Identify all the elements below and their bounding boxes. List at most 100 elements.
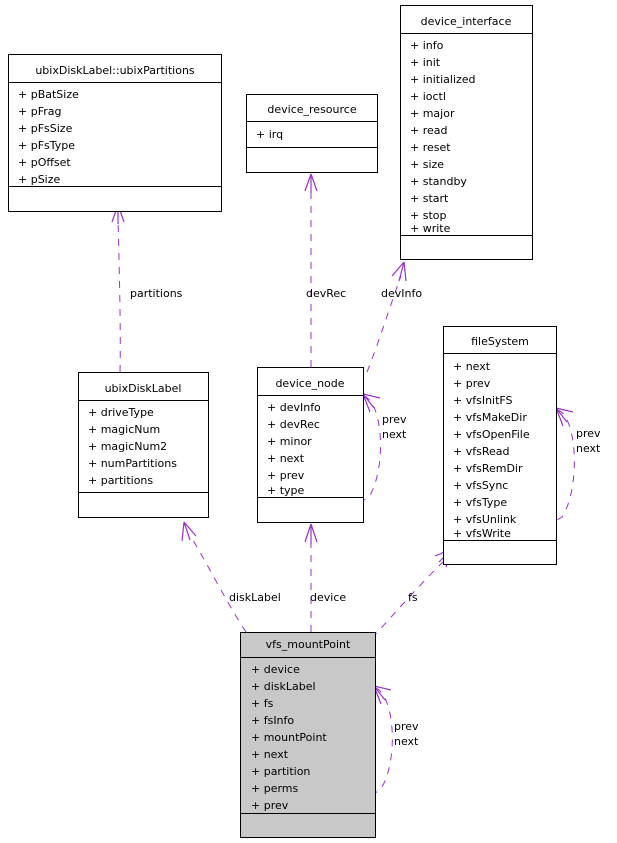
class-box-ubix-partitions-outline	[8, 54, 222, 212]
class-member: + vfsRemDir	[453, 462, 523, 475]
edge-filesystem-self-line	[556, 409, 575, 521]
edge-label-device-node-prev: prev	[382, 413, 407, 426]
class-member: + devRec	[267, 418, 320, 431]
class-member: + perms	[251, 782, 299, 795]
edge-label-filesystem-prev: prev	[576, 427, 601, 440]
edge-label-filesystem-next: next	[576, 442, 601, 455]
class-member: + reset	[410, 141, 451, 154]
class-member: + vfsOpenFile	[453, 428, 530, 441]
edge-label-devInfo: devInfo	[381, 287, 422, 300]
class-box-vfs-mountpoint[interactable]: vfs_mountPoint + device + diskLabel + fs…	[240, 632, 376, 838]
class-member: + pFsSize	[18, 122, 73, 135]
edge-label-devRec: devRec	[306, 287, 346, 300]
class-box-vfs-mountpoint-outline	[240, 632, 376, 838]
class-title-ubix-partitions: ubixDiskLabel::ubixPartitions	[35, 64, 195, 77]
edge-device: device	[304, 523, 346, 632]
class-box-device-node-outline	[257, 367, 364, 523]
edge-fs: fs	[371, 548, 453, 639]
class-box-device-resource-outline	[246, 94, 378, 173]
class-member: + irq	[256, 128, 283, 141]
class-member: + numPartitions	[88, 457, 177, 470]
class-member: + pFrag	[18, 105, 61, 118]
class-member: + size	[410, 158, 444, 171]
class-member: + ioctl	[410, 90, 446, 103]
class-member: + device	[251, 663, 300, 676]
class-member: + partitions	[88, 474, 153, 487]
class-box-filesystem[interactable]: fileSystem + next + prev + vfsInitFS + v…	[443, 326, 557, 565]
class-member: + magicNum2	[88, 440, 167, 453]
class-box-ubix-partitions[interactable]: ubixDiskLabel::ubixPartitions + pBatSize…	[8, 54, 222, 212]
class-member: + driveType	[88, 406, 154, 419]
edge-devRec: devRec	[304, 173, 346, 367]
class-member: + prev	[251, 799, 289, 812]
edge-device-node-self-line	[363, 395, 381, 501]
class-member: + prev	[453, 377, 491, 390]
edge-mountpoint-self-prev-next: prev next	[373, 685, 419, 794]
class-member: + major	[410, 107, 455, 120]
class-box-device-interface-outline	[400, 5, 533, 260]
class-member: + next	[453, 360, 491, 373]
class-member: + minor	[267, 435, 312, 448]
edge-diskLabel-arrowhead	[181, 521, 197, 542]
class-member: + pSize	[18, 173, 61, 186]
edge-label-diskLabel: diskLabel	[229, 591, 281, 604]
edge-partitions: partitions	[111, 204, 183, 373]
edge-label-mountpoint-prev: prev	[394, 720, 419, 733]
class-member: + initialized	[410, 73, 476, 86]
class-member: + vfsWrite	[453, 527, 511, 540]
class-member: + pOffset	[18, 156, 71, 169]
class-member: + fs	[251, 697, 274, 710]
edge-label-device: device	[310, 591, 346, 604]
class-box-ubix-disk-label-outline	[78, 372, 209, 518]
class-member: + next	[251, 748, 289, 761]
class-title-ubix-disk-label: ubixDiskLabel	[105, 382, 182, 395]
edge-devInfo-arrowhead	[391, 261, 407, 282]
edge-label-partitions: partitions	[130, 287, 183, 300]
class-member: + vfsType	[453, 496, 507, 509]
edge-filesystem-self-prev-next: prev next	[555, 407, 601, 521]
class-member: + stop	[410, 209, 446, 222]
class-box-filesystem-outline	[443, 326, 557, 565]
class-box-device-interface[interactable]: device_interface + info + init + initial…	[400, 5, 533, 260]
class-member: + diskLabel	[251, 680, 316, 693]
edge-label-device-node-next: next	[382, 428, 407, 441]
class-member: + pBatSize	[18, 88, 79, 101]
class-member: + vfsRead	[453, 445, 509, 458]
class-member: + partition	[251, 765, 310, 778]
edge-partitions-line	[117, 217, 121, 373]
edge-device-node-self-arrowhead	[362, 393, 381, 413]
class-member: + type	[267, 484, 305, 497]
class-box-ubix-disk-label[interactable]: ubixDiskLabel + driveType + magicNum + m…	[78, 372, 209, 518]
edge-label-mountpoint-next: next	[394, 735, 419, 748]
class-box-device-resource[interactable]: device_resource + irq	[246, 94, 378, 173]
class-member: + mountPoint	[251, 731, 327, 744]
edge-device-node-self-prev-next: prev next	[362, 393, 407, 501]
class-title-device-node: device_node	[275, 377, 344, 390]
class-box-device-node[interactable]: device_node + devInfo + devRec + minor +…	[257, 367, 364, 523]
class-title-device-resource: device_resource	[267, 103, 356, 116]
class-title-filesystem: fileSystem	[471, 335, 529, 348]
edge-filesystem-self-arrowhead	[555, 407, 574, 427]
class-member: + magicNum	[88, 423, 160, 436]
edge-devRec-arrowhead	[304, 173, 318, 193]
class-member: + standby	[410, 175, 467, 188]
class-member: + vfsUnlink	[453, 513, 517, 526]
class-title-vfs-mountpoint: vfs_mountPoint	[266, 638, 351, 651]
class-member: + vfsSync	[453, 479, 508, 492]
edge-mountpoint-self-arrowhead	[373, 685, 392, 705]
class-member: + prev	[267, 469, 305, 482]
class-member: + devInfo	[267, 401, 321, 414]
edge-diskLabel: diskLabel	[181, 521, 281, 633]
class-member: + start	[410, 192, 449, 205]
class-member: + read	[410, 124, 448, 137]
class-title-device-interface: device_interface	[421, 15, 512, 28]
edge-diskLabel-line	[189, 534, 247, 633]
edge-device-arrowhead	[304, 523, 318, 544]
class-member: + info	[410, 39, 444, 52]
edge-devInfo: devInfo	[366, 261, 422, 373]
edge-mountpoint-self-line	[374, 687, 393, 794]
class-member: + vfsInitFS	[453, 394, 513, 407]
class-member: + init	[410, 56, 441, 69]
class-member: + next	[267, 452, 305, 465]
